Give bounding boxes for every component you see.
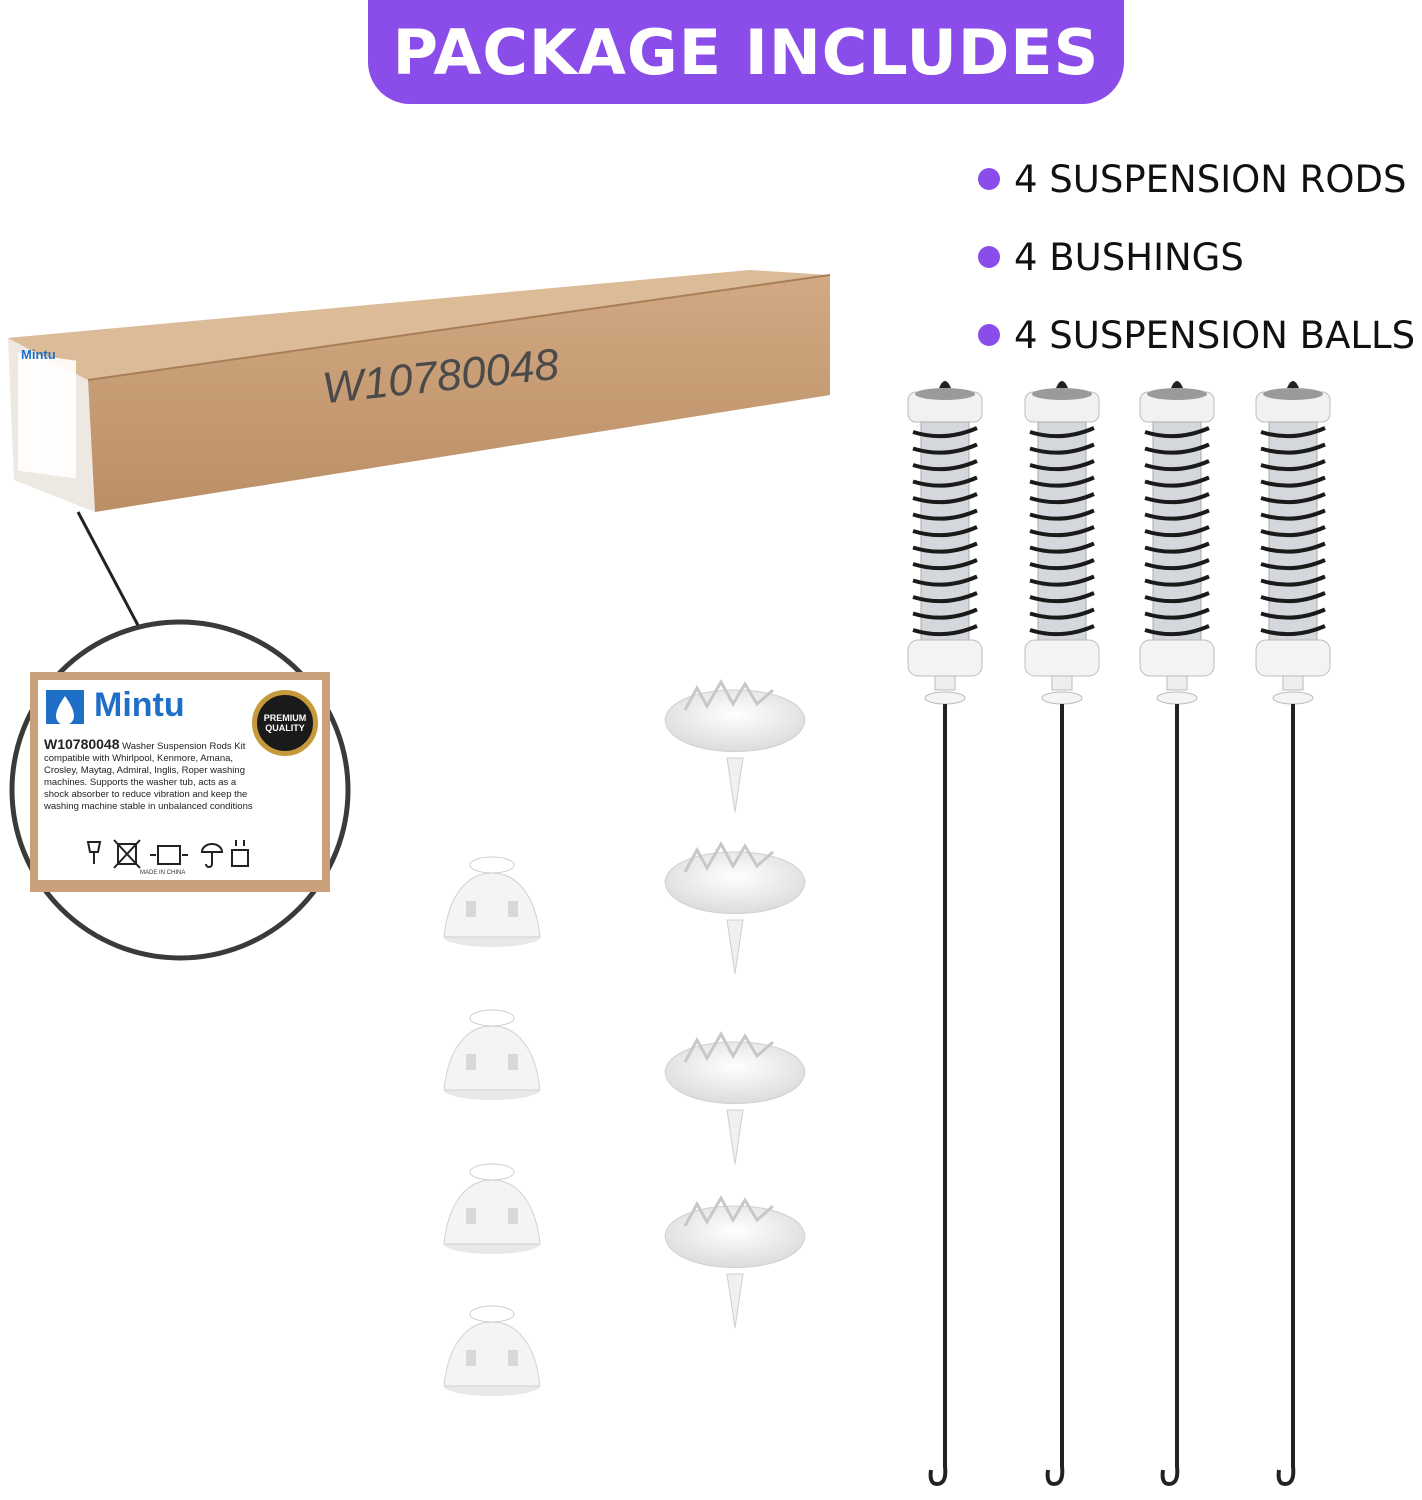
box-brand-small: Mintu xyxy=(21,347,56,362)
fragile-arrows-icon xyxy=(150,845,188,865)
fragile-glass-icon xyxy=(86,841,102,864)
banner-title: PACKAGE INCLUDES xyxy=(392,15,1100,89)
bullet-icon xyxy=(978,324,1000,346)
umbrella-icon xyxy=(200,843,224,868)
package-banner: PACKAGE INCLUDES xyxy=(368,0,1124,104)
bushings xyxy=(443,856,541,1396)
suspension-rod xyxy=(1024,381,1100,1487)
premium-quality-seal: PREMIUM QUALITY xyxy=(252,690,318,756)
suspension-rod xyxy=(1255,381,1331,1487)
list-item: 4 SUSPENSION RODS xyxy=(978,140,1415,218)
bullet-icon xyxy=(978,246,1000,268)
cardboard-box xyxy=(8,270,831,512)
label-brand: Mintu xyxy=(94,686,185,724)
no-trash-icon xyxy=(113,839,141,869)
suspension-rod xyxy=(907,381,983,1487)
list-item: 4 BUSHINGS xyxy=(978,218,1415,296)
suspension-rod xyxy=(1139,381,1215,1487)
suspension-balls xyxy=(664,678,806,1329)
keep-up-icon xyxy=(231,840,249,867)
contents-list: 4 SUSPENSION RODS 4 BUSHINGS 4 SUSPENSIO… xyxy=(978,140,1415,374)
bullet-icon xyxy=(978,168,1000,190)
suspension-rods xyxy=(907,381,1331,1487)
list-item: 4 SUSPENSION BALLS xyxy=(978,296,1415,374)
label-description: W10780048 Washer Suspension Rods Kit com… xyxy=(44,736,253,812)
made-in-label: MADE IN CHINA xyxy=(140,870,186,876)
